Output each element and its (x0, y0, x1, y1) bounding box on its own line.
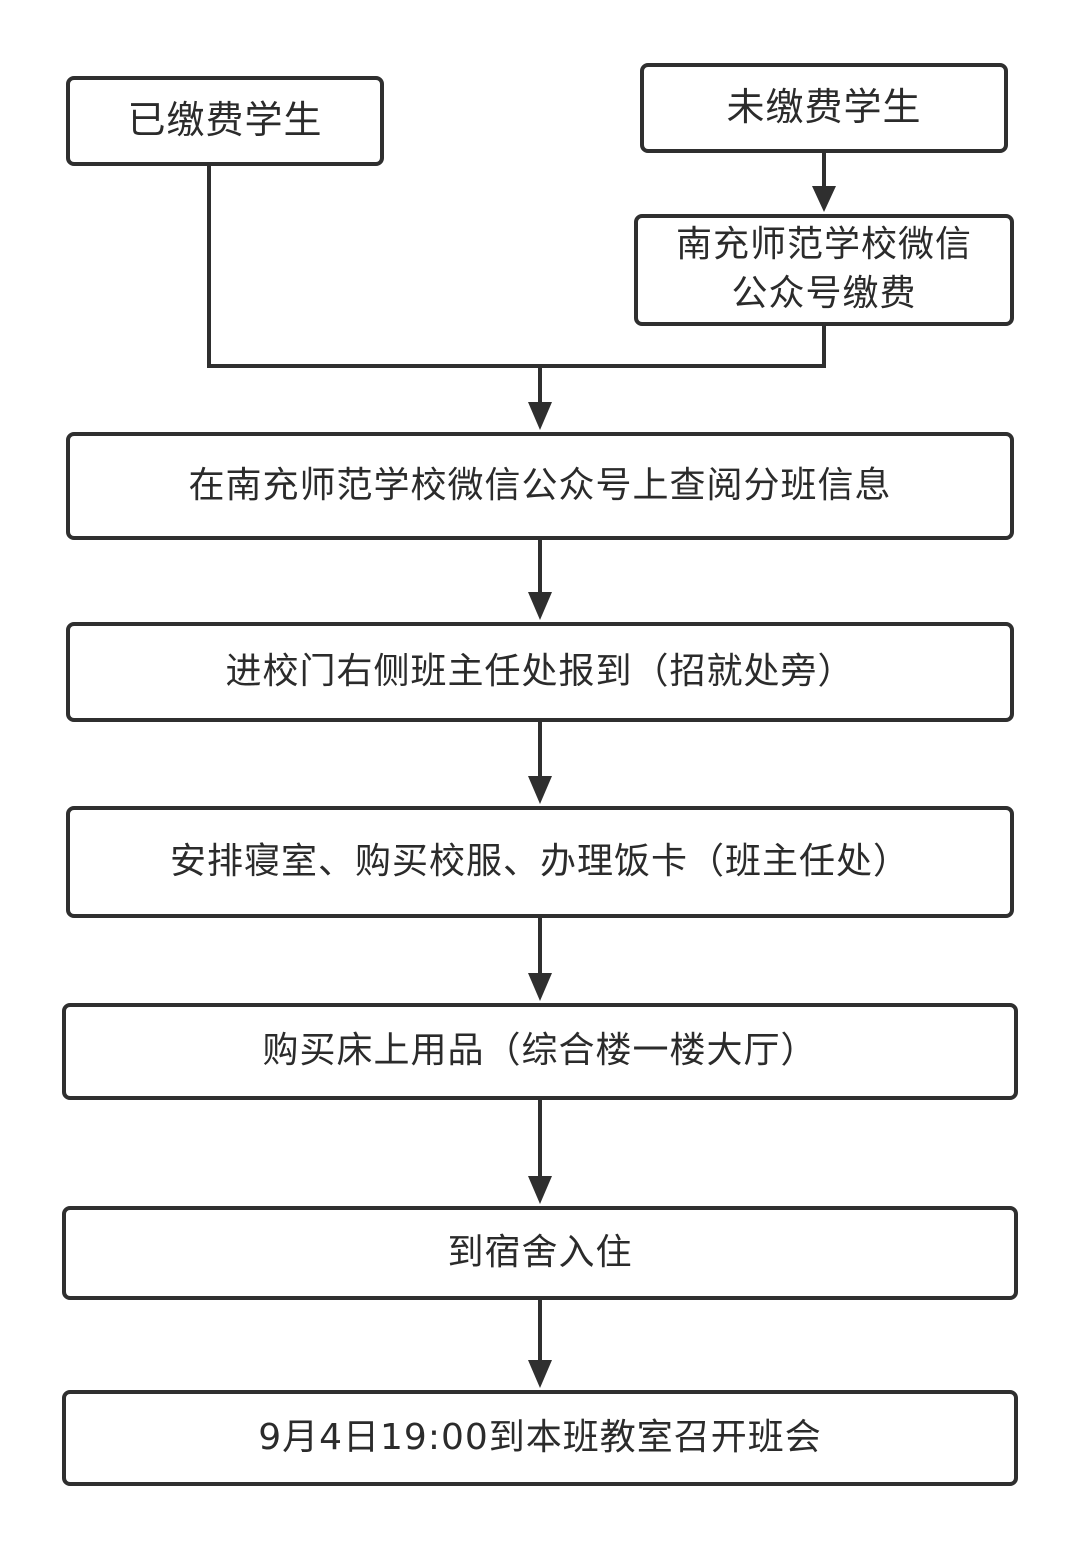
check-in-dorm-box: 到宿舍入住 (62, 1206, 1018, 1300)
arrowhead-report-to-dorm (528, 776, 552, 804)
arrowhead-dorm-to-bedding (528, 973, 552, 1001)
arrowhead-checkin-to-meeting (528, 1360, 552, 1388)
report-to-teacher-label: 进校门右侧班主任处报到（招就处旁） (225, 650, 855, 692)
buy-bedding-box: 购买床上用品（综合楼一楼大厅） (62, 1003, 1018, 1100)
wechat-payment-line2: 公众号缴费 (731, 273, 917, 314)
buy-bedding-label: 购买床上用品（综合楼一楼大厅） (262, 1030, 818, 1072)
check-in-dorm-label: 到宿舍入住 (447, 1231, 633, 1273)
wechat-payment-line1: 南充师范学校微信 (675, 224, 972, 266)
wechat-payment-box: 南充师范学校微信 公众号缴费 (634, 214, 1014, 326)
connector-paid-merge (207, 166, 826, 368)
arrange-dorm-label: 安排寝室、购买校服、办理饭卡（班主任处） (169, 840, 910, 882)
arrowhead-query-to-report (528, 592, 552, 620)
unpaid-students-label: 未缴费学生 (726, 85, 922, 130)
arrowhead-bedding-to-checkin (528, 1176, 552, 1204)
paid-students-label: 已缴费学生 (127, 98, 323, 143)
class-meeting-box: 9月4日19:00到本班教室召开班会 (62, 1390, 1018, 1486)
check-class-info-label: 在南充师范学校微信公众号上查阅分班信息 (188, 464, 892, 506)
unpaid-students-box: 未缴费学生 (640, 63, 1008, 153)
arrowhead-unpaid-to-pay (812, 186, 836, 212)
report-to-teacher-box: 进校门右侧班主任处报到（招就处旁） (66, 622, 1014, 722)
paid-students-box: 已缴费学生 (66, 76, 384, 166)
arrange-dorm-box: 安排寝室、购买校服、办理饭卡（班主任处） (66, 806, 1014, 918)
class-meeting-label: 9月4日19:00到本班教室召开班会 (258, 1416, 822, 1458)
arrowhead-merge-to-query (528, 402, 552, 430)
check-class-info-box: 在南充师范学校微信公众号上查阅分班信息 (66, 432, 1014, 540)
wechat-payment-text: 南充师范学校微信 公众号缴费 (676, 221, 972, 318)
